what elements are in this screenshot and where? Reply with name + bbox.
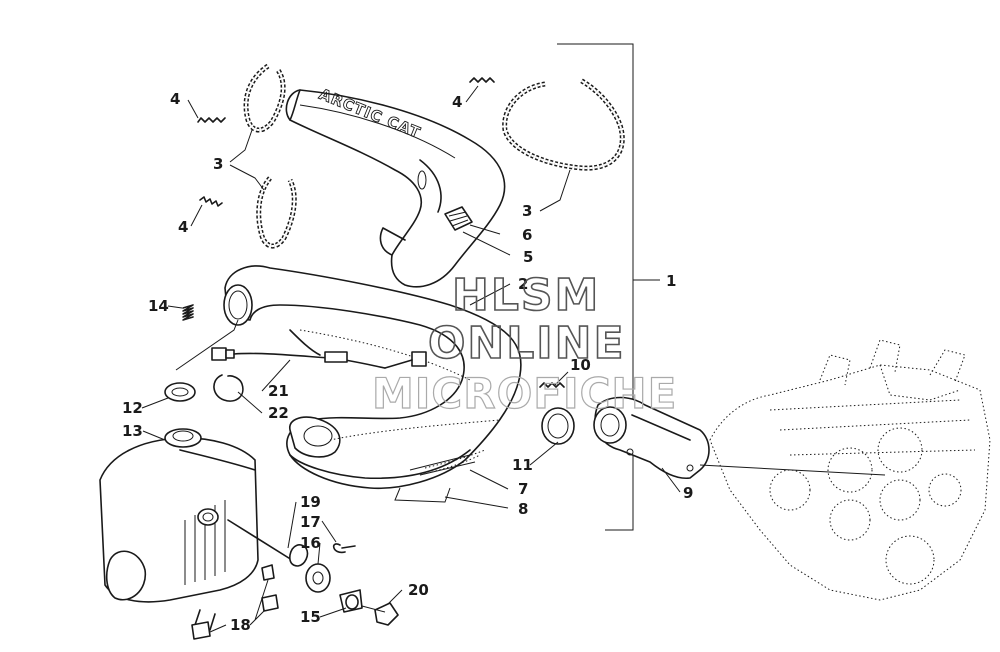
callout-14: 14 — [148, 297, 169, 315]
callout-3-left: 3 — [213, 155, 223, 173]
callout-12: 12 — [122, 399, 143, 417]
callout-3-right: 3 — [522, 202, 532, 220]
mounting-hardware — [191, 519, 399, 640]
watermark-line-1: HLSM — [452, 270, 600, 321]
callout-13: 13 — [122, 422, 143, 440]
callout-2: 2 — [518, 275, 528, 293]
callout-10: 10 — [570, 356, 591, 374]
callout-22: 22 — [268, 404, 289, 422]
engine-block — [699, 339, 991, 601]
manifold — [541, 396, 710, 480]
callout-18: 18 — [230, 616, 251, 634]
callout-5: 5 — [523, 248, 533, 266]
callout-6: 6 — [522, 226, 532, 244]
watermark: HLSM ONLINE MICROFICHE — [371, 269, 677, 418]
callout-labels: 1 2 3 3 4 4 4 5 6 7 8 9 10 11 12 13 14 1… — [122, 90, 693, 634]
callout-16: 16 — [300, 534, 321, 552]
callout-4-lower-left: 4 — [178, 218, 188, 236]
expansion-chamber — [223, 265, 522, 503]
watermark-line-3: MICROFICHE — [372, 369, 677, 418]
assembly-bracket — [557, 43, 660, 531]
retaining-chains — [243, 63, 625, 249]
silencer — [99, 428, 259, 631]
springs — [182, 77, 565, 388]
callout-15: 15 — [300, 608, 321, 626]
callout-7: 7 — [518, 480, 528, 498]
callout-4-upper-left: 4 — [170, 90, 180, 108]
callout-4-top: 4 — [452, 93, 462, 111]
callout-9: 9 — [683, 484, 693, 502]
watermark-line-2: ONLINE — [428, 318, 626, 369]
leader-lines — [141, 85, 681, 633]
heat-shield: ARCTIC CAT — [285, 85, 506, 288]
callout-8: 8 — [518, 500, 528, 518]
small-seals — [164, 374, 244, 402]
callout-17: 17 — [300, 513, 321, 531]
callout-21: 21 — [268, 382, 289, 400]
callout-11: 11 — [512, 456, 533, 474]
sensor-harness — [211, 329, 427, 369]
callout-20: 20 — [408, 581, 429, 599]
callout-1: 1 — [666, 272, 676, 290]
callout-19: 19 — [300, 493, 321, 511]
